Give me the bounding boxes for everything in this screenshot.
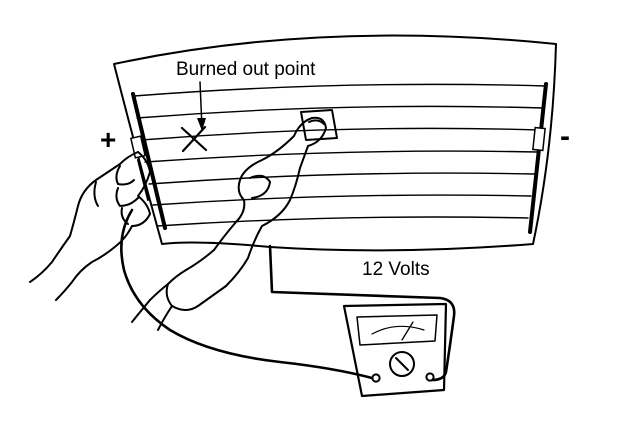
negative-test-lead — [268, 244, 456, 382]
rear-window-glass — [113, 34, 557, 252]
voltage-label: 12 Volts — [362, 259, 430, 280]
positive-bus-bar — [129, 92, 167, 230]
positive-terminal-label: + — [100, 124, 117, 155]
burned-out-point-label: Burned out point — [176, 59, 316, 80]
probe-contact-pad — [300, 109, 338, 141]
right-hand-pressing-probe — [131, 116, 327, 331]
negative-terminal-label: - — [560, 120, 570, 153]
positive-test-lead — [120, 208, 374, 380]
defogger-grid-lines — [133, 83, 547, 227]
voltmeter — [342, 302, 448, 398]
left-hand-holding-probe — [29, 151, 151, 301]
burned-out-pointer-arrow — [197, 81, 206, 131]
negative-bus-bar — [528, 82, 548, 234]
burned-out-point-marker — [180, 125, 208, 153]
